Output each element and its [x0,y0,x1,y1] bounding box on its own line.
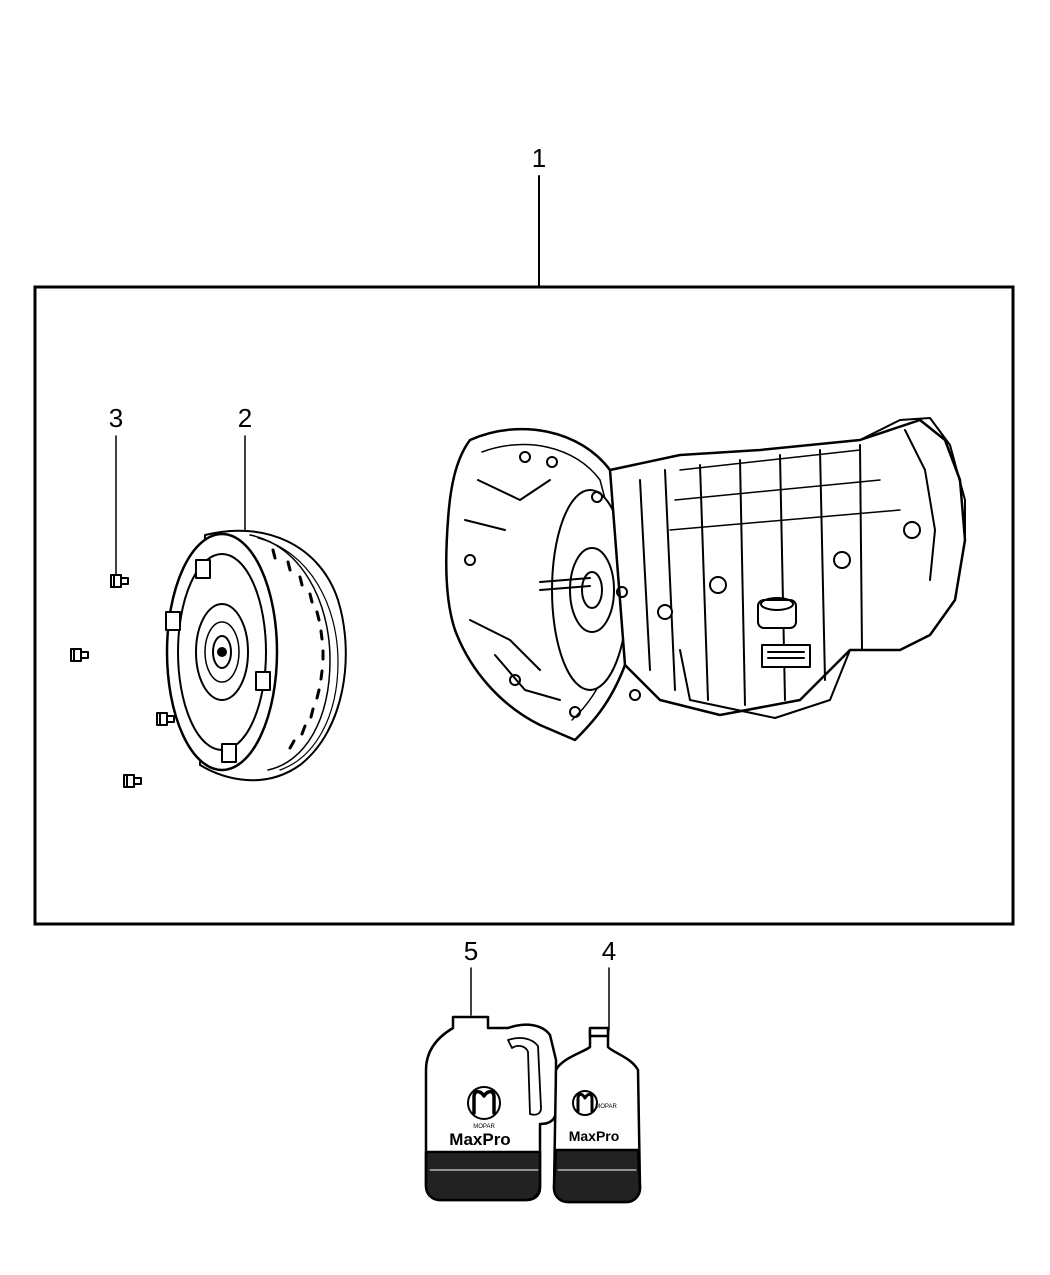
bottle-small-product: MaxPro [569,1128,620,1144]
jug-large-product: MaxPro [449,1130,510,1149]
callout-5: 5 [464,936,478,1016]
bolt-icon [156,712,175,726]
bolt-icon [70,648,89,662]
transmission-icon [445,417,967,742]
bolt-icon [110,574,129,588]
assembly-frame [33,285,1015,926]
callout-3: 3 [109,403,123,577]
torque-converter-icon [165,529,347,782]
callout-4: 4 [602,936,616,1031]
callout-2-label: 2 [238,403,252,433]
callout-1-label: 1 [532,143,546,173]
fluid-bottle-small-icon [552,1026,642,1204]
jug-large-brand: MOPAR [473,1124,495,1130]
bolt-icon [123,774,142,788]
fluid-jug-large-icon [424,1015,558,1202]
converter-slots [271,548,325,750]
bottle-small-brand: MOPAR [595,1104,617,1110]
callout-4-label: 4 [602,936,616,966]
callout-1: 1 [532,143,546,288]
callout-5-label: 5 [464,936,478,966]
callout-3-label: 3 [109,403,123,433]
callout-2: 2 [238,403,252,531]
bolt-icon-group [70,574,175,788]
